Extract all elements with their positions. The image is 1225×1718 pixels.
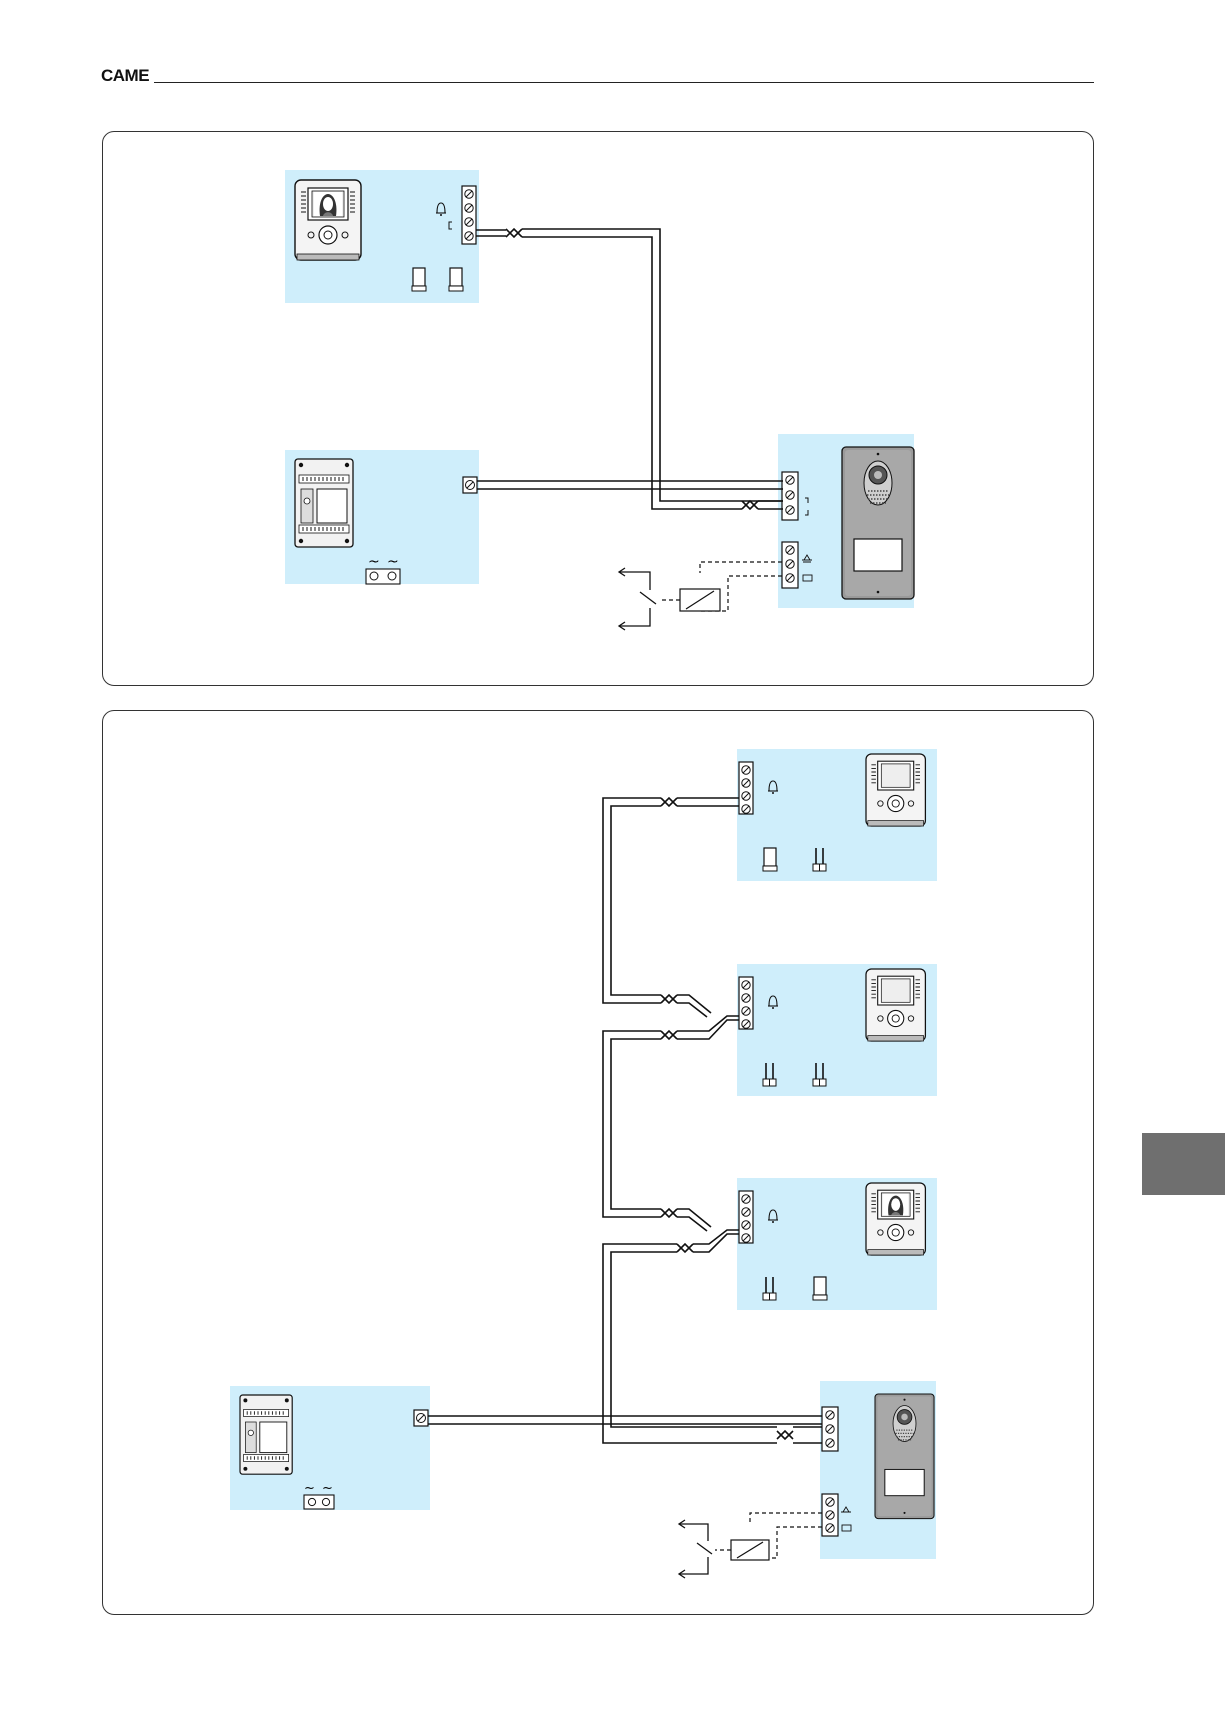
connector-plug-icon <box>813 1277 827 1300</box>
connector-plug-icon <box>763 848 777 871</box>
entry-panel-icon <box>875 1394 934 1519</box>
video-monitor-icon <box>295 180 361 260</box>
tilde-label: ~ <box>368 554 380 570</box>
monitor-terminal-block <box>739 977 753 1029</box>
bus-wiring <box>428 798 822 1443</box>
diagram-1: ~ ~ <box>285 170 914 630</box>
tilde-label: ~ <box>304 1481 315 1496</box>
connector-plug-icon <box>449 268 463 291</box>
tilde-label: ~ <box>322 1481 333 1496</box>
diagram-2: ~ ~ <box>230 749 937 1578</box>
video-monitor-icon <box>866 1183 925 1255</box>
monitor-terminal-block <box>739 1191 753 1243</box>
entry-terminal-block <box>822 1407 838 1451</box>
monitor-terminal-block <box>739 762 753 814</box>
power-supply-icon <box>295 459 353 547</box>
door-relay-circuit <box>619 562 782 630</box>
monitor-terminal-block <box>462 186 476 244</box>
video-monitor-icon <box>866 969 925 1041</box>
psu-terminal <box>463 477 477 493</box>
psu-terminal <box>414 1410 428 1426</box>
tilde-label: ~ <box>387 554 399 570</box>
door-relay-circuit <box>679 1513 822 1578</box>
entry-panel-icon <box>842 447 914 599</box>
connector-plug-icon <box>412 268 426 291</box>
power-supply-icon <box>240 1395 292 1474</box>
video-monitor-icon <box>866 754 925 826</box>
